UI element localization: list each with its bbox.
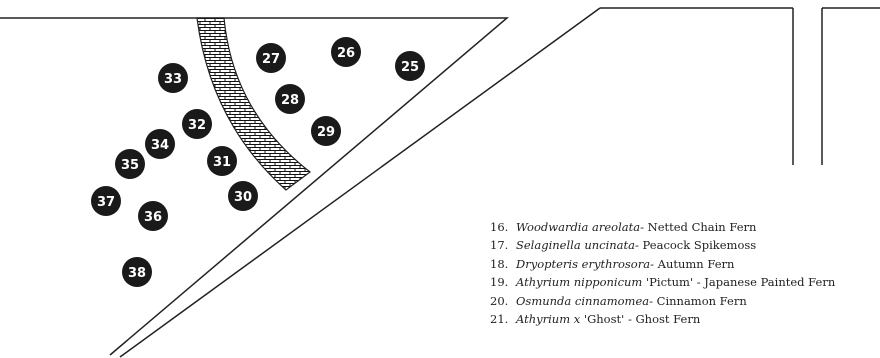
legend-common-name: - Autumn Fern bbox=[650, 256, 735, 271]
marker-circle bbox=[228, 181, 258, 211]
marker-circle bbox=[395, 51, 425, 81]
marker-circle bbox=[158, 63, 188, 93]
marker-number: 28 bbox=[281, 93, 299, 108]
plant-marker-30: 30 bbox=[228, 181, 258, 211]
marker-number: 33 bbox=[164, 72, 182, 87]
marker-circle bbox=[122, 257, 152, 287]
plant-marker-31: 31 bbox=[207, 146, 237, 176]
marker-circle bbox=[145, 129, 175, 159]
marker-number: 35 bbox=[121, 158, 139, 173]
marker-number: 34 bbox=[151, 138, 169, 153]
legend-number: 20. bbox=[490, 293, 509, 308]
marker-number: 29 bbox=[317, 125, 335, 140]
legend-item: 19. Athyrium nipponicum 'Pictum' - Japane… bbox=[490, 273, 880, 291]
plant-marker-33: 33 bbox=[158, 63, 188, 93]
plant-marker-26: 26 bbox=[331, 37, 361, 67]
legend-latin-name: Athyrium x bbox=[516, 311, 581, 326]
legend-common-name: - Cinnamon Fern bbox=[649, 293, 747, 308]
marker-circle bbox=[331, 37, 361, 67]
marker-number: 38 bbox=[128, 266, 146, 281]
marker-circle bbox=[207, 146, 237, 176]
plant-marker-35: 35 bbox=[115, 149, 145, 179]
legend-item: 21. Athyrium x 'Ghost' - Ghost Fern bbox=[490, 310, 880, 328]
marker-circle bbox=[256, 43, 286, 73]
marker-circle bbox=[275, 84, 305, 114]
marker-circle bbox=[311, 116, 341, 146]
plant-marker-28: 28 bbox=[275, 84, 305, 114]
marker-number: 30 bbox=[234, 190, 252, 205]
marker-number: 32 bbox=[188, 118, 206, 133]
marker-circle bbox=[91, 186, 121, 216]
legend-latin-name: Osmunda cinnamomea bbox=[516, 293, 650, 308]
plant-marker-27: 27 bbox=[256, 43, 286, 73]
plant-marker-29: 29 bbox=[311, 116, 341, 146]
plant-marker-32: 32 bbox=[182, 109, 212, 139]
marker-number: 27 bbox=[262, 52, 280, 67]
legend-item: 18. Dryopteris erythrosora- Autumn Fern bbox=[490, 255, 880, 273]
legend-number: 21. bbox=[490, 311, 509, 326]
marker-number: 31 bbox=[213, 155, 231, 170]
stone-path bbox=[196, 17, 311, 191]
marker-circle bbox=[138, 201, 168, 231]
marker-number: 26 bbox=[337, 46, 355, 61]
legend-number: 18. bbox=[490, 256, 509, 271]
legend-latin-name: Woodwardia areolata bbox=[516, 220, 641, 234]
plant-marker-36: 36 bbox=[138, 201, 168, 231]
legend-latin-name: Athyrium nipponicum bbox=[516, 275, 643, 290]
marker-number: 36 bbox=[144, 210, 162, 225]
plant-marker-34: 34 bbox=[145, 129, 175, 159]
legend-number: 16. bbox=[490, 220, 509, 234]
legend-item: 16. Woodwardia areolata- Netted Chain Fer… bbox=[490, 218, 880, 236]
marker-number: 25 bbox=[401, 60, 419, 75]
bed-outline bbox=[0, 17, 510, 356]
marker-number: 37 bbox=[97, 195, 115, 210]
legend-item: 20. Osmunda cinnamomea- Cinnamon Fern bbox=[490, 292, 880, 310]
plant-marker-37: 37 bbox=[91, 186, 121, 216]
legend-number: 19. bbox=[490, 275, 509, 290]
marker-circle bbox=[115, 149, 145, 179]
marker-circle bbox=[182, 109, 212, 139]
adjacent-bed-edge bbox=[119, 7, 601, 358]
legend-common-name: 'Pictum' - Japanese Painted Fern bbox=[642, 275, 836, 290]
legend-number: 17. bbox=[490, 238, 509, 253]
plant-marker-38: 38 bbox=[122, 257, 152, 287]
plant-marker-25: 25 bbox=[395, 51, 425, 81]
legend-common-name: - Peacock Spikemoss bbox=[635, 238, 757, 253]
legend-latin-name: Dryopteris erythrosora bbox=[516, 256, 651, 271]
plant-legend: 16. Woodwardia areolata- Netted Chain Fer… bbox=[490, 218, 880, 328]
legend-common-name: - Netted Chain Fern bbox=[640, 220, 757, 234]
legend-latin-name: Selaginella uncinata bbox=[516, 238, 636, 253]
legend-common-name: 'Ghost' - Ghost Fern bbox=[580, 311, 701, 326]
legend-item: 17. Selaginella uncinata- Peacock Spikemo… bbox=[490, 236, 880, 254]
